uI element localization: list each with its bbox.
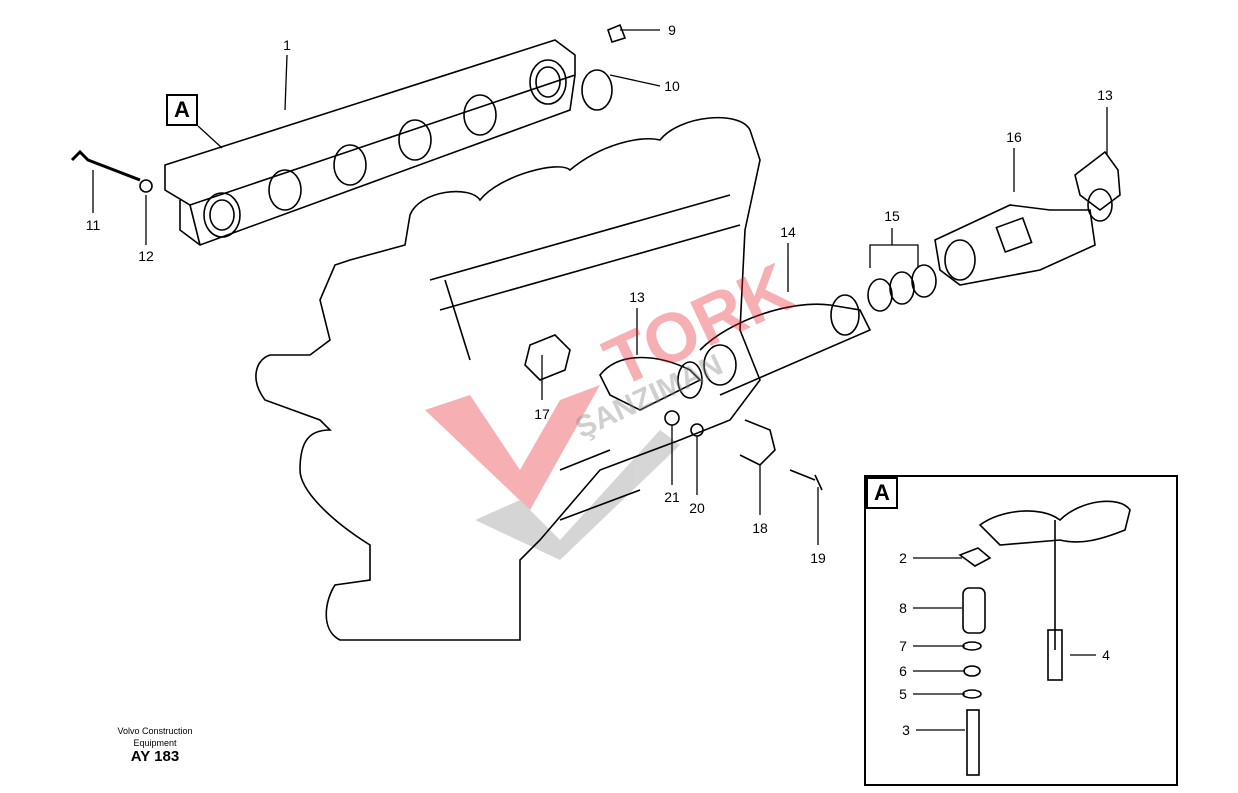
- callout-20: 20: [689, 500, 705, 516]
- callout-21: 21: [664, 489, 680, 505]
- callout-18: 18: [752, 520, 768, 536]
- callout-2: 2: [899, 550, 907, 566]
- callout-7: 7: [899, 638, 907, 654]
- inset-parts: [958, 500, 1131, 776]
- callout-4: 4: [1102, 647, 1110, 663]
- view-a-marker: A: [166, 94, 198, 126]
- callout-6: 6: [899, 663, 907, 679]
- callout-3: 3: [902, 722, 910, 738]
- company-credit: Volvo Construction Equipment: [117, 725, 192, 749]
- callout-8: 8: [899, 600, 907, 616]
- callout-9: 9: [668, 22, 676, 38]
- callout-12: 12: [138, 248, 154, 264]
- exhaust-manifold: [164, 39, 576, 246]
- callout-16: 16: [1006, 129, 1022, 145]
- callout-15: 15: [884, 208, 900, 224]
- detail-inset-a: [864, 475, 1178, 786]
- callout-11: 11: [85, 217, 101, 233]
- callout-17: 17: [534, 406, 550, 422]
- company-line-1: Volvo Construction: [117, 726, 193, 736]
- callout-13-mid: 13: [629, 289, 645, 305]
- callout-1: 1: [283, 37, 291, 53]
- company-line-2: Equipment: [133, 738, 177, 748]
- callout-5: 5: [899, 686, 907, 702]
- exhaust-pipe-assembly: [70, 23, 1121, 491]
- leader-lines: [92, 29, 1108, 731]
- drawing-code: AY 183: [130, 748, 180, 765]
- engine-block: [255, 116, 761, 641]
- inset-label-a: A: [866, 477, 898, 509]
- callout-19: 19: [810, 550, 826, 566]
- callout-14: 14: [780, 224, 796, 240]
- callout-13-right: 13: [1097, 87, 1113, 103]
- watermark-logo: [425, 385, 680, 560]
- callout-10: 10: [664, 78, 680, 94]
